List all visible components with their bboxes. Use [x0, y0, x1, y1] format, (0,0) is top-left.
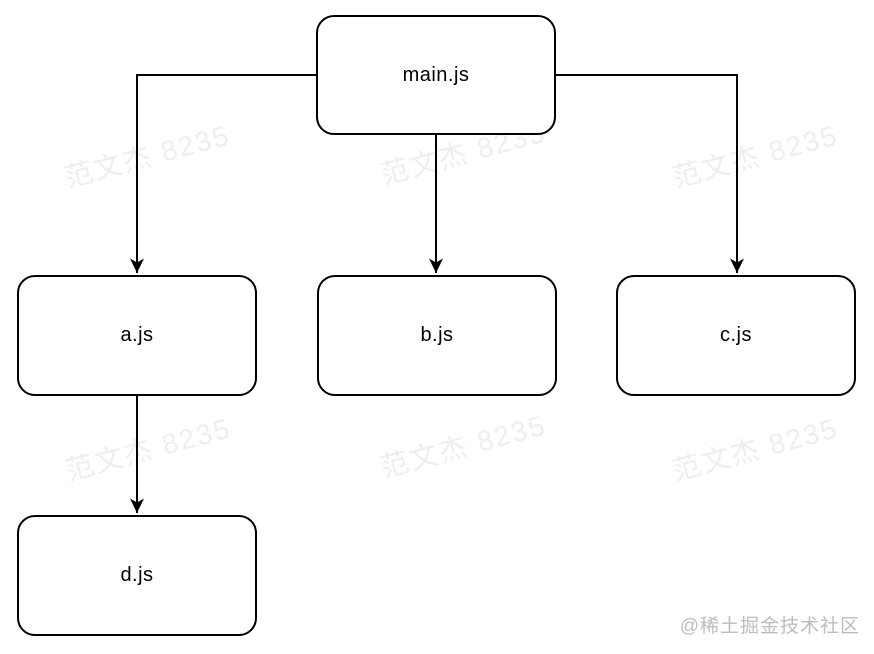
node-d-js-label: d.js — [120, 564, 154, 586]
node-a-js-label: a.js — [120, 324, 154, 346]
node-b-js-label: b.js — [420, 324, 454, 346]
node-a-js: a.js — [17, 275, 257, 396]
node-d-js: d.js — [17, 515, 257, 636]
node-main-js: main.js — [316, 15, 556, 135]
node-b-js: b.js — [317, 275, 557, 396]
node-c-js: c.js — [616, 275, 856, 396]
community-credit: @稀土掘金技术社区 — [679, 616, 860, 637]
edge-mainjs-cjs — [556, 74, 744, 273]
node-main-js-label: main.js — [402, 63, 470, 86]
node-c-js-label: c.js — [720, 324, 752, 346]
edge-mainjs-ajs — [130, 74, 316, 273]
